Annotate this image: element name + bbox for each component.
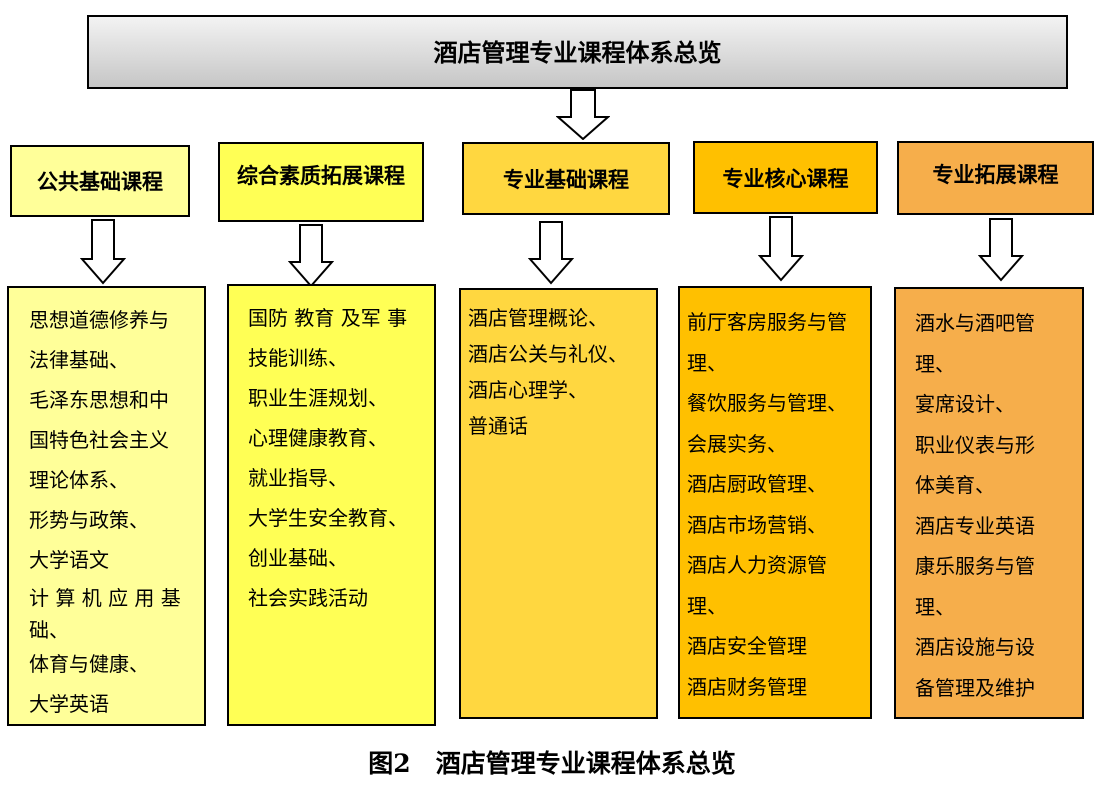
list-item: 法律基础、: [29, 348, 129, 372]
category-public-basic: 公共基础课程: [10, 145, 190, 217]
list-item: 宴席设计、: [915, 392, 1015, 416]
list-item: 国防 教育 及军 事: [248, 306, 408, 330]
list-item: 职业仪表与形: [915, 432, 1035, 457]
list-item: 酒店市场营销、: [687, 512, 827, 537]
list-item: 普通话: [468, 414, 528, 438]
list-item: 餐饮服务与管理、: [687, 391, 847, 415]
list-item: 酒店心理学、: [468, 378, 588, 402]
list-item: 酒店安全管理: [687, 634, 807, 658]
course-list-public-basic: 思想道德修养与 法律基础、 毛泽东思想和中 国特色社会主义 理论体系、 形势与政…: [7, 286, 206, 726]
list-item: 理、: [687, 350, 727, 375]
category-professional-extension: 专业拓展课程: [897, 141, 1094, 215]
course-list-professional-core: 前厅客房服务与管 理、 餐饮服务与管理、 会展实务、 酒店厨政管理、 酒店市场营…: [678, 286, 872, 719]
list-item: 前厅客房服务与管: [687, 310, 847, 334]
figure-caption: 图2 酒店管理专业课程体系总览: [368, 749, 736, 778]
list-item: 理、: [915, 351, 955, 376]
list-item: 思想道德修养与: [29, 308, 169, 332]
down-arrow-icon: [758, 216, 804, 282]
category-professional-basic: 专业基础课程: [462, 142, 670, 215]
list-item: 社会实践活动: [248, 586, 368, 610]
list-item: 大学生安全教育、: [248, 506, 408, 530]
category-comprehensive-quality: 综合素质拓展课程: [218, 142, 424, 222]
list-item: 体美育、: [915, 473, 995, 497]
list-item: 心理健康教育、: [248, 426, 388, 450]
list-item: 酒店人力资源管: [687, 553, 827, 577]
list-item: 酒店厨政管理、: [687, 472, 827, 496]
list-item: 理、: [915, 594, 955, 619]
course-list-professional-basic: 酒店管理概论、 酒店公关与礼仪、 酒店心理学、 普通话: [459, 288, 658, 719]
down-arrow-icon: [528, 221, 574, 285]
list-item: 理、: [687, 593, 727, 618]
list-item: 础、: [29, 618, 69, 642]
list-item: 形势与政策、: [29, 508, 149, 532]
list-item: 创业基础、: [248, 546, 348, 570]
down-arrow-icon: [978, 218, 1024, 282]
list-item: 酒店专业英语: [915, 513, 1035, 538]
list-item: 酒店管理概论、: [468, 306, 608, 330]
list-item: 备管理及维护: [915, 675, 1035, 700]
list-item: 国特色社会主义: [29, 428, 169, 452]
list-item: 酒店设施与设: [915, 635, 1035, 659]
list-item: 体育与健康、: [29, 652, 149, 676]
list-item: 技能训练、: [248, 346, 348, 370]
list-item: 酒水与酒吧管: [915, 311, 1035, 335]
list-item: 酒店公关与礼仪、: [468, 342, 628, 366]
list-item: 职业生涯规划、: [248, 386, 388, 410]
list-item: 大学英语: [29, 692, 109, 716]
list-item: 计 算 机 应 用 基: [29, 586, 181, 610]
down-arrow-icon: [288, 224, 334, 288]
diagram-title: 酒店管理专业课程体系总览: [87, 15, 1068, 89]
list-item: 会展实务、: [687, 431, 787, 456]
list-item: 就业指导、: [248, 466, 348, 490]
category-professional-core: 专业核心课程: [693, 141, 878, 214]
down-arrow-icon: [80, 219, 126, 285]
list-item: 理论体系、: [29, 468, 129, 492]
list-item: 大学语文: [29, 548, 109, 572]
down-arrow-icon: [556, 89, 610, 140]
course-list-professional-extension: 酒水与酒吧管 理、 宴席设计、 职业仪表与形 体美育、 酒店专业英语 康乐服务与…: [894, 287, 1084, 719]
list-item: 康乐服务与管: [915, 554, 1035, 578]
list-item: 毛泽东思想和中: [29, 388, 169, 412]
course-list-comprehensive-quality: 国防 教育 及军 事 技能训练、 职业生涯规划、 心理健康教育、 就业指导、 大…: [227, 284, 436, 726]
list-item: 酒店财务管理: [687, 674, 807, 699]
